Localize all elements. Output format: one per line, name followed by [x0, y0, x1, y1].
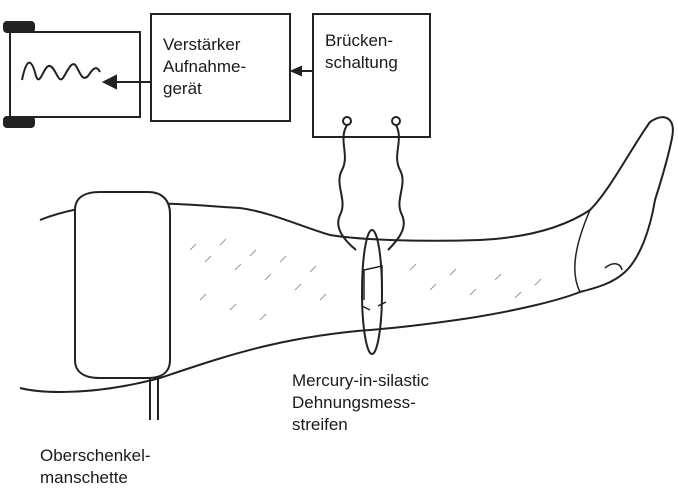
thigh-cuff-label-line: Oberschenkel- — [40, 445, 151, 467]
amplifier-label: Verstärker Aufnahme- gerät — [163, 34, 246, 100]
strain-gauge-label-line: streifen — [292, 414, 429, 436]
strain-gauge-label: Mercury-in-silastic Dehnungsmess- streif… — [292, 370, 429, 436]
bridge-label: Brücken- schaltung — [325, 30, 398, 74]
recorder-chart — [4, 22, 140, 127]
amplifier-label-line: gerät — [163, 78, 246, 100]
strain-gauge-label-line: Mercury-in-silastic — [292, 370, 429, 392]
strain-gauge — [362, 230, 386, 354]
strain-gauge-label-line: Dehnungsmess- — [292, 392, 429, 414]
recorder-paper — [10, 32, 140, 117]
bridge-label-line: schaltung — [325, 52, 398, 74]
pulse-waveform — [22, 63, 100, 80]
recorder-roll-top — [4, 22, 34, 32]
bridge-terminal-right — [392, 117, 400, 125]
bridge-label-line: Brücken- — [325, 30, 398, 52]
amplifier-label-line: Aufnahme- — [163, 56, 246, 78]
arrow-to-amplifier — [292, 67, 312, 75]
bridge-terminal-left — [343, 117, 351, 125]
thigh-cuff-label: Oberschenkel- manschette — [40, 445, 151, 489]
thigh-cuff-label-line: manschette — [40, 467, 151, 489]
recorder-roll-bottom — [4, 117, 34, 127]
amplifier-label-line: Verstärker — [163, 34, 246, 56]
arrow-to-recorder — [104, 76, 150, 88]
